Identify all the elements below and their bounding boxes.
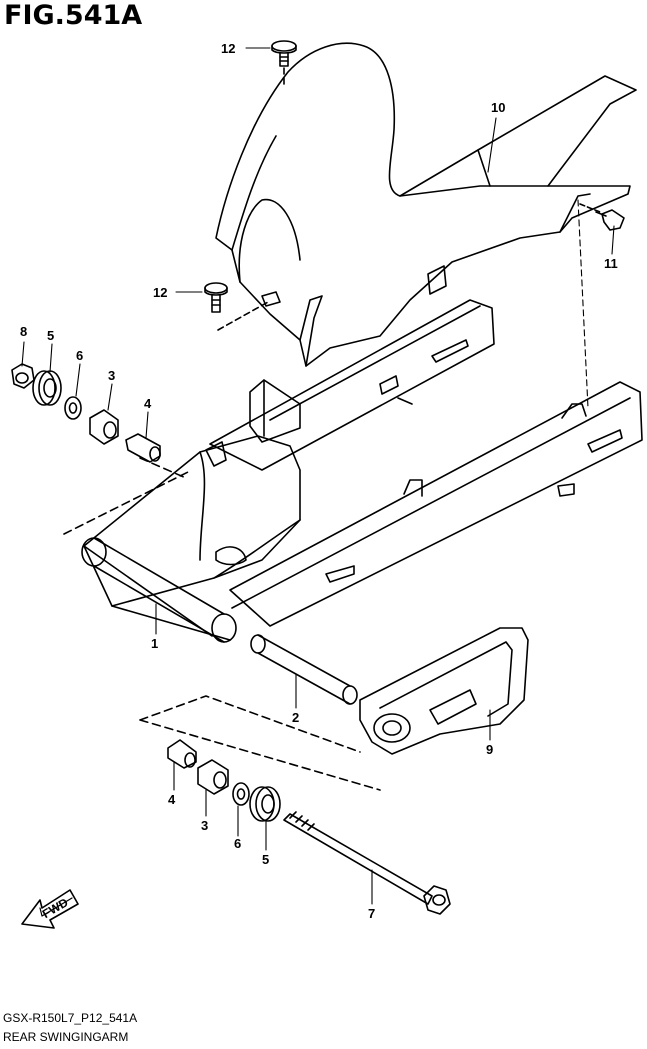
washer-right [232, 782, 250, 806]
callout-fender-screw-left: 12 [153, 285, 167, 300]
callout-bearing-left: 3 [108, 368, 115, 383]
callout-swingarm: 1 [151, 636, 158, 651]
pivot-shaft [250, 634, 358, 705]
callout-chain-case: 9 [486, 742, 493, 757]
dust-seal-right [249, 786, 281, 822]
callout-fender-screw-top: 12 [221, 41, 235, 56]
callout-dust-seal-right: 5 [262, 852, 269, 867]
callout-fender-bolt: 11 [604, 256, 618, 271]
callout-spacer-right: 4 [168, 792, 176, 807]
spacer-right [167, 739, 197, 769]
callout-washer-right: 6 [234, 836, 241, 851]
swingarm [81, 299, 643, 643]
figure-caption: REAR SWINGINGARM [3, 1030, 128, 1044]
callout-spacer-left: 4 [144, 396, 152, 411]
figure-code: GSX-R150L7_P12_541A [3, 1011, 137, 1025]
pivot-nut [11, 363, 35, 389]
callout-rear-fender: 10 [491, 100, 505, 115]
bearing-right [197, 759, 229, 795]
callout-washer-left: 6 [76, 348, 83, 363]
callout-bearing-right: 3 [201, 818, 208, 833]
fender-screw-top [271, 40, 297, 85]
figure-title: FIG.541A [4, 0, 142, 31]
washer-left [64, 396, 82, 420]
bearing-left [89, 409, 119, 445]
pivot-bolt [283, 811, 451, 915]
callout-pivot-bolt: 7 [368, 906, 375, 921]
rear-fender [215, 42, 637, 367]
chain-case [359, 627, 529, 755]
fender-bolt [579, 203, 625, 231]
callout-pivot-shaft: 2 [292, 710, 299, 725]
spacer-left [125, 433, 161, 463]
callout-pivot-nut: 8 [20, 324, 27, 339]
fender-screw-left [204, 282, 269, 331]
callout-dust-seal-left: 5 [47, 328, 54, 343]
dust-seal-left [32, 370, 62, 406]
fwd-arrow-icon: FWD [21, 889, 79, 929]
